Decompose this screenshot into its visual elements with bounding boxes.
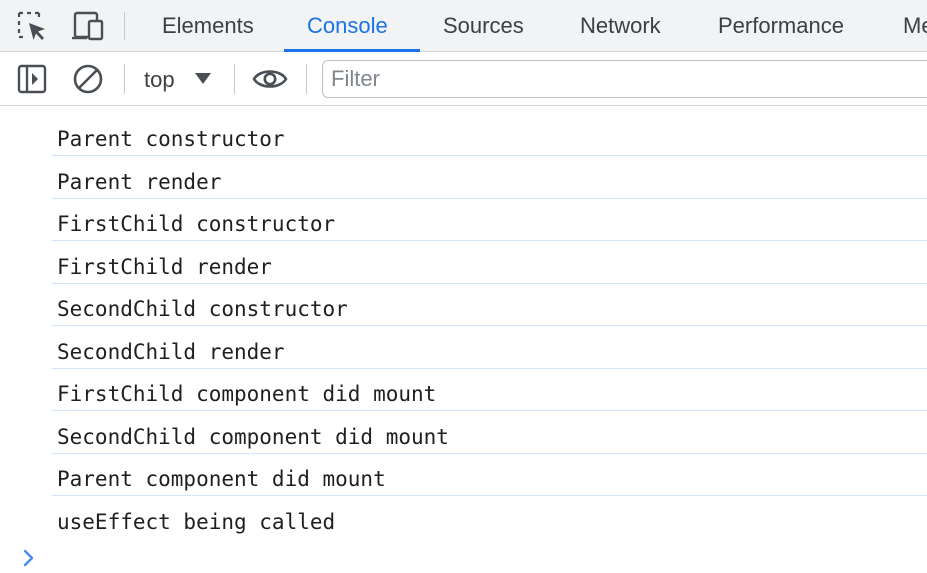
tab-console[interactable]: Console: [307, 13, 388, 38]
dropdown-arrow-icon: [194, 72, 212, 91]
context-label: top: [144, 67, 175, 92]
log-message-text: Parent constructor: [57, 127, 285, 151]
log-divider: [52, 410, 927, 411]
log-divider: [52, 198, 927, 199]
show-sidebar-icon[interactable]: [14, 61, 50, 97]
log-divider: [52, 453, 927, 454]
tab-performance[interactable]: Performance: [718, 13, 844, 38]
context-selector[interactable]: top: [136, 61, 226, 97]
log-message: FirstChild constructor: [0, 198, 927, 241]
log-message: SecondChild component did mount: [0, 411, 927, 454]
log-message-text: FirstChild constructor: [57, 212, 336, 236]
toolbar-separator: [306, 64, 307, 94]
chevron-right-icon: [22, 549, 36, 572]
log-divider: [52, 495, 927, 496]
devtools-tab-bar: Elements Console Sources Network Perform…: [0, 0, 927, 52]
log-message: FirstChild component did mount: [0, 368, 927, 411]
log-message: FirstChild render: [0, 241, 927, 284]
clear-console-icon[interactable]: [70, 61, 106, 97]
log-divider: [52, 240, 927, 241]
log-divider: [52, 155, 927, 156]
log-message-text: FirstChild render: [57, 255, 272, 279]
log-message-text: Parent component did mount: [57, 467, 386, 491]
log-message-text: Parent render: [57, 170, 222, 194]
tab-network[interactable]: Network: [580, 13, 661, 38]
log-message-text: useEffect being called: [57, 510, 336, 534]
console-toolbar: top: [0, 52, 927, 106]
log-message: SecondChild render: [0, 326, 927, 369]
select-element-icon[interactable]: [14, 8, 50, 44]
tab-more-truncated[interactable]: Me: [903, 13, 927, 38]
toolbar-separator: [234, 64, 235, 94]
log-message-text: SecondChild constructor: [57, 297, 348, 321]
filter-input[interactable]: [322, 60, 927, 98]
tab-elements[interactable]: Elements: [162, 13, 254, 38]
tab-sources[interactable]: Sources: [443, 13, 524, 38]
tab-separator: [124, 12, 125, 40]
log-divider: [52, 283, 927, 284]
live-expression-icon[interactable]: [252, 61, 288, 97]
log-message-text: SecondChild component did mount: [57, 425, 449, 449]
log-message: Parent constructor: [0, 113, 927, 156]
log-divider: [52, 325, 927, 326]
log-divider: [52, 368, 927, 369]
device-toolbar-icon[interactable]: [70, 8, 106, 44]
log-message: SecondChild constructor: [0, 283, 927, 326]
console-messages: Parent constructor Parent render FirstCh…: [0, 107, 927, 571]
toolbar-separator: [124, 64, 125, 94]
log-message: useEffect being called: [0, 496, 927, 539]
log-message-text: SecondChild render: [57, 340, 285, 364]
log-message-text: FirstChild component did mount: [57, 382, 437, 406]
log-message: Parent render: [0, 156, 927, 199]
console-prompt[interactable]: [22, 548, 40, 570]
active-tab-indicator: [284, 49, 420, 52]
log-message: Parent component did mount: [0, 453, 927, 496]
